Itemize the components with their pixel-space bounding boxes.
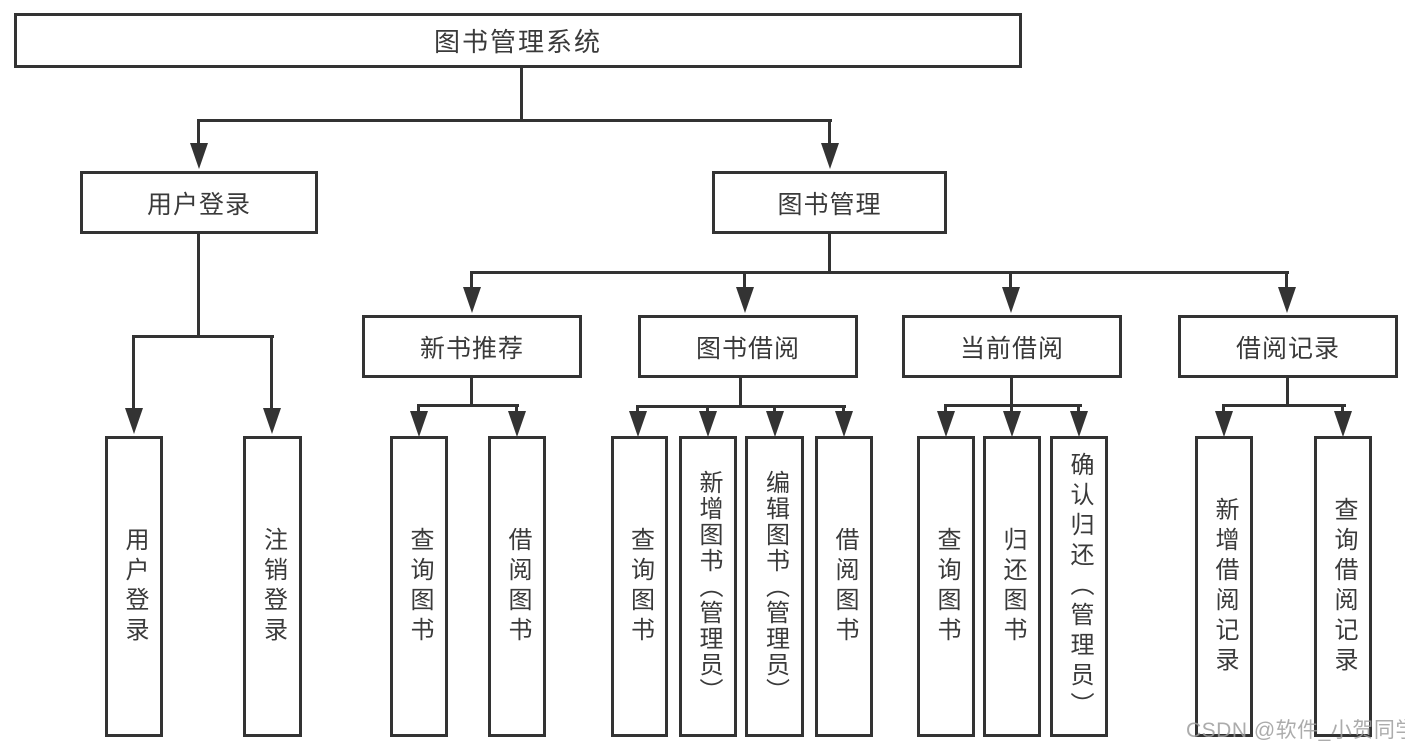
node-label: 新书推荐 xyxy=(419,334,524,363)
node-label: 用户登录 xyxy=(146,190,251,219)
connector-stem xyxy=(743,271,746,293)
connector-bar xyxy=(132,335,274,338)
leaf-label: 查询图书 xyxy=(406,526,433,647)
leaf-label: 注销登录 xyxy=(259,526,287,647)
arrowhead xyxy=(410,411,428,437)
arrowhead xyxy=(508,411,526,437)
connector-stem xyxy=(828,119,831,147)
arrowhead xyxy=(463,287,481,313)
node-current-borrowing: 当前借阅 xyxy=(902,315,1122,378)
connector-stem xyxy=(197,234,200,338)
connector-stem xyxy=(1285,271,1288,293)
arrowhead xyxy=(821,143,839,169)
arrowhead xyxy=(1215,411,1233,437)
node-user-login: 用户登录 xyxy=(80,171,318,234)
connector-stem xyxy=(1009,271,1012,293)
connector-stem xyxy=(1286,378,1289,407)
arrowhead xyxy=(1070,411,1088,437)
connector-bar xyxy=(418,404,519,407)
node-label: 图书借阅 xyxy=(695,334,800,363)
leaf-query-books: 查询图书 xyxy=(611,436,668,737)
node-book-management: 图书管理 xyxy=(712,171,947,234)
arrowhead xyxy=(190,143,208,169)
node-borrow-records: 借阅记录 xyxy=(1178,315,1398,378)
leaf-query-borrow-record: 查询借阅记录 xyxy=(1314,436,1372,737)
arrowhead xyxy=(937,411,955,437)
leaf-user-login: 用户登录 xyxy=(105,436,163,737)
leaf-label: 借阅图书 xyxy=(504,526,531,647)
node-new-book-recommend: 新书推荐 xyxy=(362,315,582,378)
connector-stem xyxy=(197,119,200,147)
arrowhead xyxy=(699,411,717,437)
leaf-borrow-books: 借阅图书 xyxy=(488,436,546,737)
arrowhead xyxy=(1278,287,1296,313)
node-label: 图书管理 xyxy=(777,190,882,219)
arrowhead xyxy=(766,411,784,437)
node-label: 图书管理系统 xyxy=(433,27,602,57)
connector-bar xyxy=(1222,404,1346,407)
arrowhead xyxy=(125,408,143,434)
leaf-label: 查询借阅记录 xyxy=(1330,496,1357,677)
leaf-edit-books-admin: 编辑图书（管理员） xyxy=(745,436,804,737)
leaf-label: 新增图书（管理员） xyxy=(695,469,722,704)
arrowhead xyxy=(736,287,754,313)
arrowhead xyxy=(629,411,647,437)
leaf-label: 查询图书 xyxy=(933,526,960,647)
connector-stem xyxy=(470,378,473,407)
leaf-label: 确认归还（管理员） xyxy=(1066,451,1093,722)
leaf-label: 编辑图书（管理员） xyxy=(761,469,789,704)
connector-bar xyxy=(637,405,846,408)
connector-root-trunk xyxy=(520,68,523,122)
connector-stem xyxy=(1010,378,1013,407)
node-label: 当前借阅 xyxy=(959,334,1064,363)
connector-stem xyxy=(828,234,831,274)
connector-bar xyxy=(944,404,1082,407)
csdn-watermark: CSDN @软件_小贺同学 xyxy=(1186,719,1405,742)
leaf-label: 查询图书 xyxy=(626,526,654,647)
leaf-label: 用户登录 xyxy=(121,526,148,647)
arrowhead xyxy=(1003,411,1021,437)
arrowhead xyxy=(1334,411,1352,437)
leaf-label: 新增借阅记录 xyxy=(1211,496,1238,677)
connector-stem xyxy=(739,378,742,408)
leaf-query-books: 查询图书 xyxy=(917,436,975,737)
arrowhead xyxy=(263,408,281,434)
arrowhead xyxy=(1002,287,1020,313)
leaf-confirm-return-admin: 确认归还（管理员） xyxy=(1050,436,1108,737)
connector-stem xyxy=(270,335,273,412)
arrowhead xyxy=(835,411,853,437)
connector-mid-bar xyxy=(471,271,1289,274)
leaf-add-borrow-record: 新增借阅记录 xyxy=(1195,436,1253,737)
leaf-label: 借阅图书 xyxy=(831,526,858,647)
connector-stem xyxy=(470,271,473,293)
leaf-borrow-books: 借阅图书 xyxy=(815,436,873,737)
node-label: 借阅记录 xyxy=(1235,334,1340,363)
leaf-add-books-admin: 新增图书（管理员） xyxy=(679,436,737,737)
leaf-label: 归还图书 xyxy=(999,526,1026,647)
connector-top-bar xyxy=(197,119,832,122)
leaf-query-books: 查询图书 xyxy=(390,436,448,737)
node-library-system: 图书管理系统 xyxy=(14,13,1022,68)
leaf-logout: 注销登录 xyxy=(243,436,302,737)
leaf-return-books: 归还图书 xyxy=(983,436,1041,737)
node-book-borrowing: 图书借阅 xyxy=(638,315,858,378)
connector-stem xyxy=(132,335,135,412)
